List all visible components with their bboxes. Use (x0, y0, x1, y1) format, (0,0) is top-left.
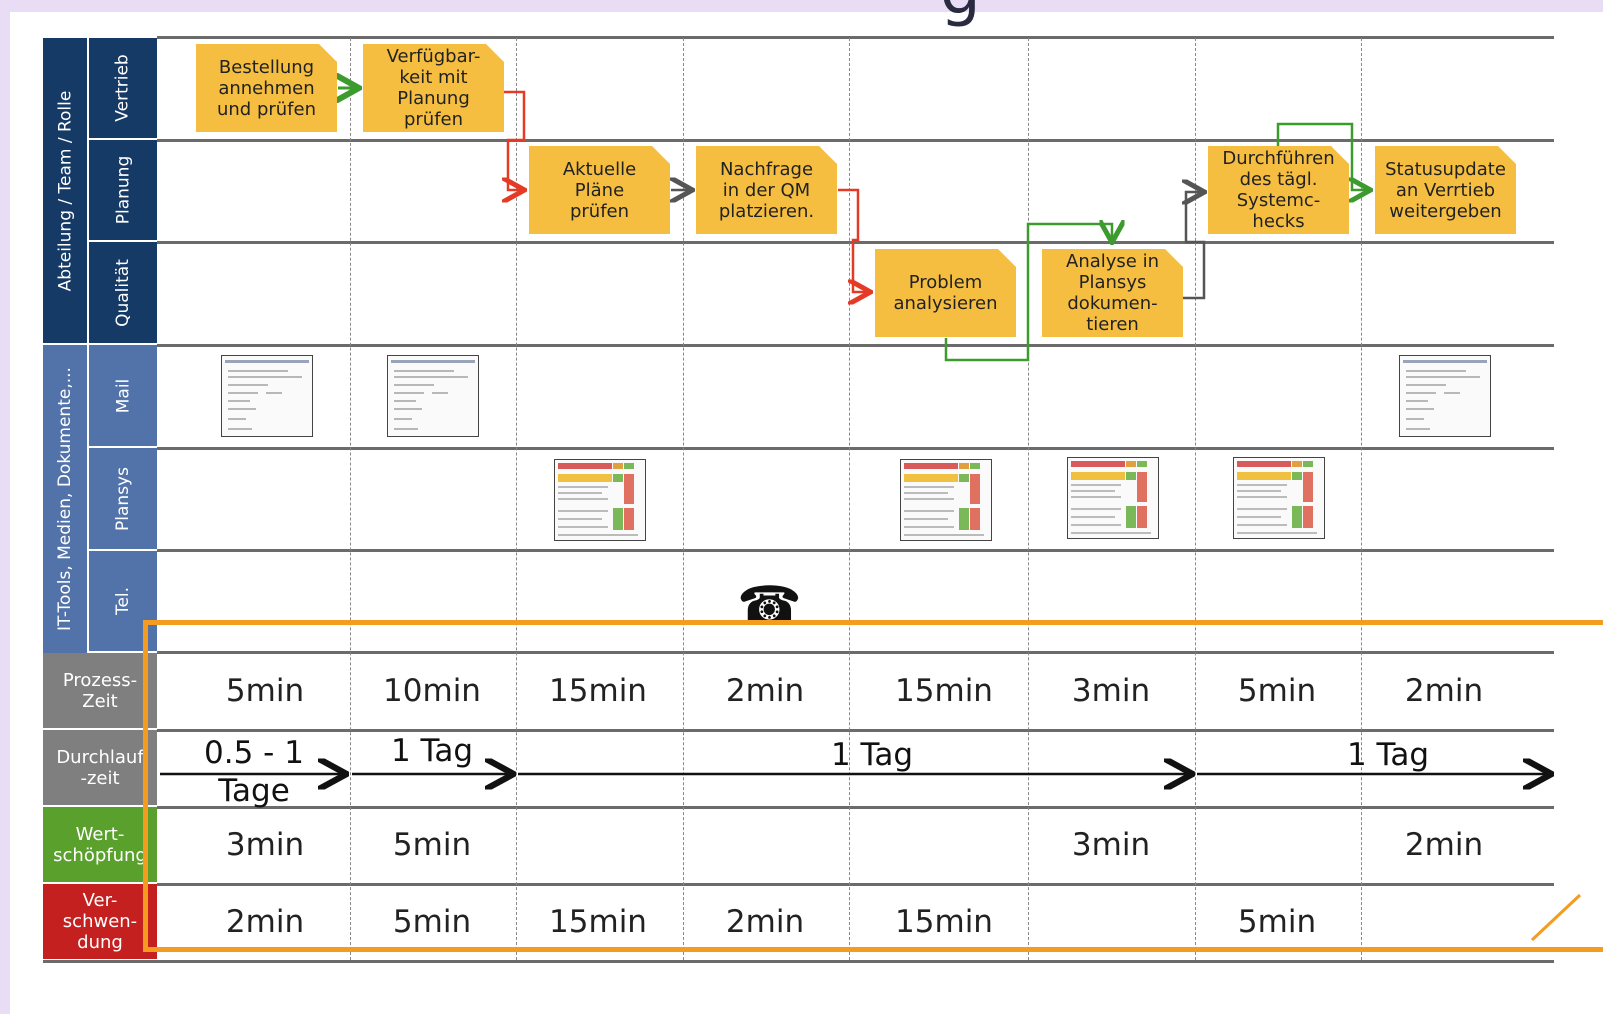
spreadsheet-icon (1233, 457, 1325, 539)
flow-arrow (1183, 192, 1204, 298)
spreadsheet-icon (1067, 457, 1159, 539)
task-analyse-plansys: Analyse in Plansys dokumen- tieren (1042, 249, 1183, 337)
flow-arrow (504, 92, 524, 190)
highlight-frame (143, 620, 1603, 952)
task-nachfrage-qm: Nachfrage in der QM platzieren. (696, 146, 837, 234)
mail-screenshot-icon (221, 355, 313, 437)
mail-screenshot-icon (1399, 355, 1491, 437)
task-bestellung: Bestellung annehmen und prüfen (196, 44, 337, 132)
task-statusupdate: Statusupdate an Verrtieb weitergeben (1375, 146, 1516, 234)
task-aktuelle-plaene: Aktuelle Pläne prüfen (529, 146, 670, 234)
task-verfuegbarkeit: Verfügbar- keit mit Planung prüfen (363, 44, 504, 132)
mail-screenshot-icon (387, 355, 479, 437)
task-problem-analysieren: Problem analysieren (875, 249, 1016, 337)
flow-arrow (838, 190, 868, 292)
task-systemchecks: Durchführen des tägl. Systemc- hecks (1208, 146, 1349, 234)
spreadsheet-icon (554, 459, 646, 541)
spreadsheet-icon (900, 459, 992, 541)
